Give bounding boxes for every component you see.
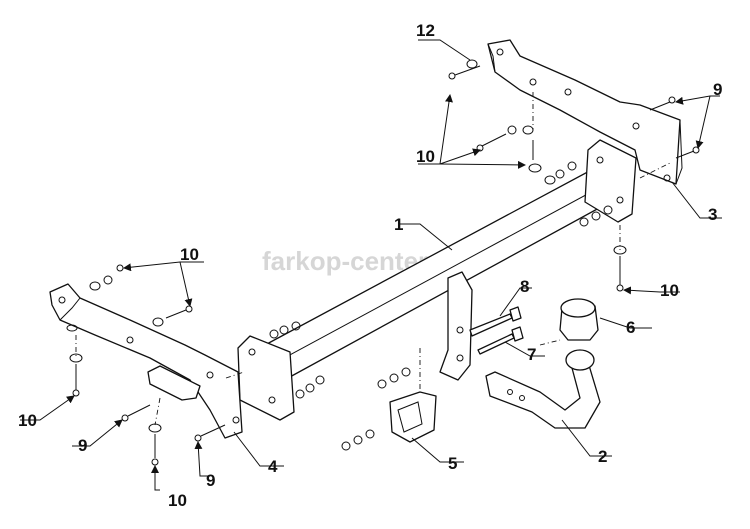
leader-lines [20, 39, 722, 491]
beam-right-end-plate [584, 139, 637, 223]
tow-ball-neck [485, 349, 601, 429]
callout-10-top: 10 [416, 147, 435, 166]
callout-10-right: 10 [660, 281, 679, 300]
alignment-lines [75, 92, 673, 426]
callout-7: 7 [527, 345, 536, 364]
callout-6: 6 [626, 318, 635, 337]
callout-10-bottom: 10 [168, 491, 187, 510]
callout-9-bottom: 9 [206, 471, 215, 490]
callout-2: 2 [598, 447, 607, 466]
callout-1: 1 [394, 215, 403, 234]
callout-10-left-top: 10 [180, 245, 199, 264]
electrical-socket-plate [389, 391, 437, 443]
callout-4: 4 [268, 457, 278, 476]
callout-labels: 12 10 9 3 1 10 10 8 6 7 10 9 10 9 4 5 2 [18, 21, 722, 510]
callout-9-left: 9 [78, 436, 87, 455]
callout-5: 5 [448, 454, 457, 473]
ball-mount-plate [439, 271, 473, 381]
callout-9-top: 9 [713, 80, 722, 99]
tow-ball-cap [559, 298, 599, 341]
callout-8: 8 [520, 277, 529, 296]
callout-12: 12 [416, 21, 435, 40]
callout-10-left: 10 [18, 411, 37, 430]
left-mounting-bracket [49, 283, 243, 439]
hitch-bolts [469, 306, 524, 355]
callout-3: 3 [708, 205, 717, 224]
right-mounting-bracket [487, 39, 683, 185]
